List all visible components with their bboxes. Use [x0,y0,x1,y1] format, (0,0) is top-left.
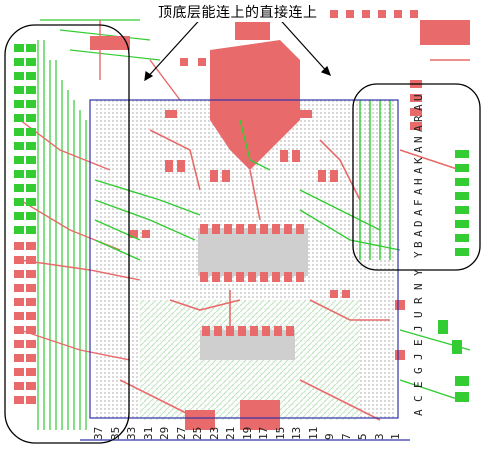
bottom-pin-number: 7 [339,433,353,440]
bottom-pin-number: 25 [191,426,204,440]
top-header-pads [330,10,468,36]
bottom-pin-number: 13 [290,426,303,440]
bottom-pin-number: 29 [158,426,171,440]
right-pin-letter: K [412,156,425,164]
ic-chip-top [198,224,308,282]
right-pin-letter: Y [412,269,425,276]
bottom-pin-number: 1 [389,433,402,440]
right-pin-letter: A [412,209,425,216]
right-pin-letter: J [412,353,425,360]
bottom-pin-number: 27 [174,426,188,440]
right-pin-letter: D [412,219,425,227]
right-pin-letter: J [412,325,425,332]
right-pin-letter: U [412,311,425,318]
right-pin-letter: R [412,114,425,122]
right-pin-letter: B [412,240,425,248]
right-pin-letter: N [412,135,425,143]
right-pin-letter: A [412,146,425,153]
bottom-pin-number: 11 [306,426,320,440]
right-pin-letter: A [412,409,425,416]
bottom-pin-number: 3 [372,433,386,440]
bottom-pin-number: 5 [356,433,369,440]
right-pin-letter: E [412,381,425,388]
right-pin-letter: A [412,188,425,195]
right-pin-letter: Y [412,251,425,258]
right-pin-letter: E [412,339,425,346]
right-pin-letter: F [412,198,425,206]
right-highlight-box[interactable] [352,83,481,271]
bottom-pin-number: 33 [125,426,138,440]
bottom-pin-number: 21 [224,426,237,440]
right-pin-letter: C [412,395,425,402]
right-pin-letter: R [412,297,425,304]
left-highlight-box[interactable] [4,24,130,444]
ic-chip-bottom [200,326,295,360]
top-copper-pour [90,10,470,170]
right-connector-pads [438,150,469,402]
bottom-pin-number: 35 [108,426,122,440]
left-connector-traces [37,19,161,430]
bottom-pin-number: 19 [240,426,254,440]
right-pin-letter: H [412,177,425,185]
right-pin-letter: U [412,93,425,101]
right-pin-letter: A [412,104,425,111]
right-pin-letter: A [412,167,425,174]
right-pin-letter: A [412,125,425,132]
bottom-pin-number: 23 [207,426,221,440]
right-pin-letter: A [412,230,425,237]
bottom-pin-number: 9 [323,433,336,440]
right-pin-letter: N [412,283,425,290]
bottom-pin-number: 15 [273,426,287,440]
annotation-label: 顶底层能连上的直接连上 [156,2,320,22]
bottom-pin-number: 31 [141,426,155,440]
right-pin-letter: G [412,367,425,374]
bottom-pin-number: 37 [92,426,105,440]
board-outline [89,99,399,419]
bottom-pin-number: 17 [257,426,270,440]
left-connector-pads [14,44,36,404]
